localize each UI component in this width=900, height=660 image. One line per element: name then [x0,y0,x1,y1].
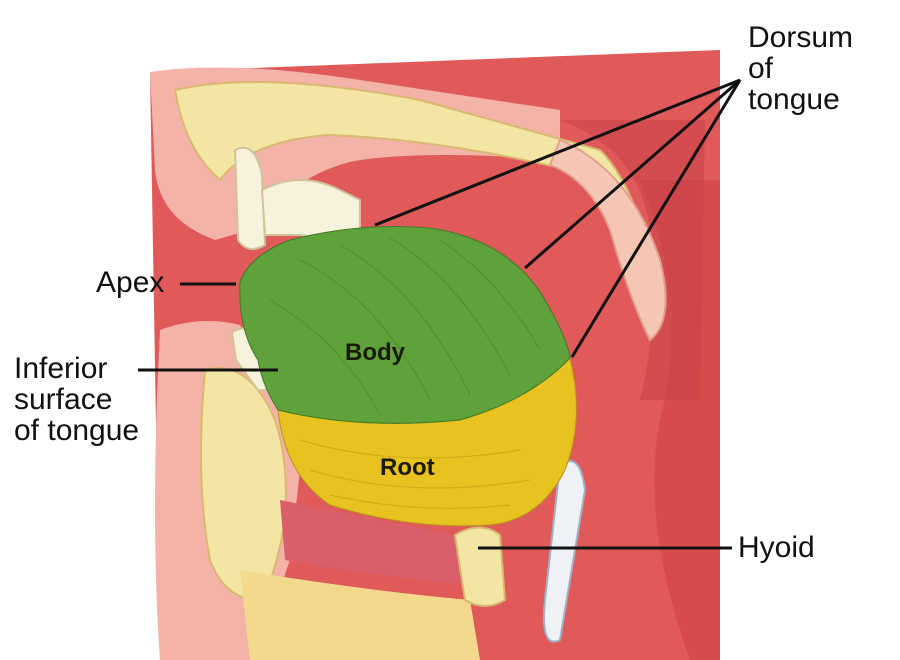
tongue-body [239,226,571,424]
inferior-surface-label: Inferior surface of tongue [14,353,139,446]
root-texture [299,439,531,509]
root-label: Root [380,454,435,481]
posterior-muscle [560,120,705,400]
dorsum-leader-2 [524,78,741,270]
dorsum-leader-3 [570,79,742,358]
dorsum-label-line-1: Dorsum [748,21,854,54]
dorsum-label-line-2: of [748,52,774,85]
dorsum-leader-1 [374,78,741,227]
epiglottis [543,459,587,643]
inferior-label-line-1: Inferior [14,352,108,385]
neck-fat [240,570,480,660]
floor-muscles [280,500,480,585]
hyoid-label: Hyoid [738,531,815,564]
soft-palate [548,138,667,342]
upper-incisor [233,146,267,250]
leader-lines [138,78,742,550]
dorsum-label: Dorsum of tongue [748,22,853,115]
apex-label: Apex [96,266,165,299]
tongue-texture [269,237,541,416]
inferior-label-line-3: of tongue [14,414,140,447]
body-label: Body [345,339,406,366]
dorsum-label-line-3: tongue [748,83,840,116]
inferior-label-line-2: surface [14,383,113,416]
